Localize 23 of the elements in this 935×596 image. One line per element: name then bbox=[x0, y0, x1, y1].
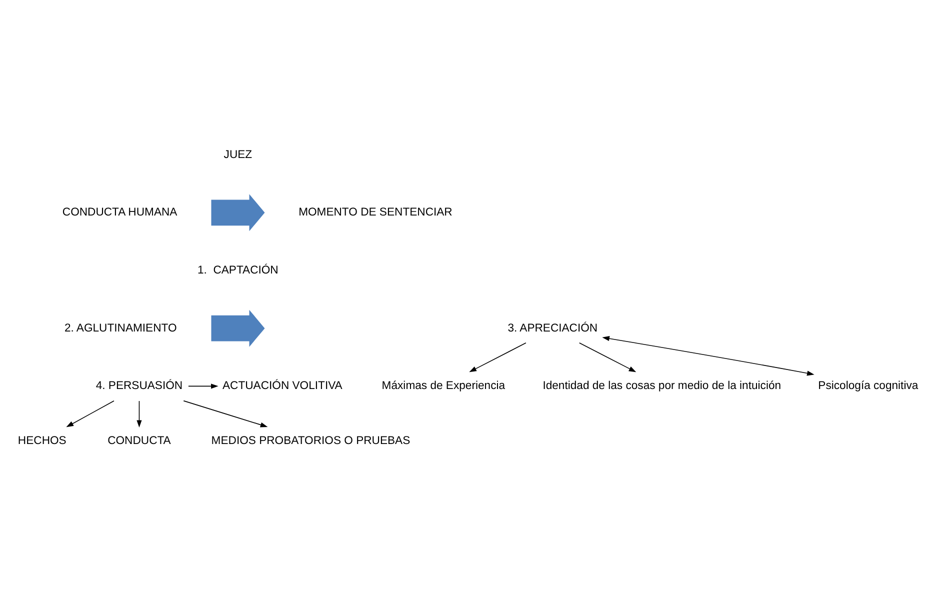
node-text: Psicología cognitiva bbox=[818, 380, 918, 392]
arrow bbox=[136, 400, 142, 428]
node-text: MOMENTO DE SENTENCIAR bbox=[298, 206, 452, 219]
node-text: JUEZ bbox=[224, 148, 252, 161]
node-text: 1. CAPTACIÓN bbox=[197, 264, 278, 276]
node-text: MEDIOS PROBATORIOS O PRUEBAS bbox=[211, 435, 410, 448]
arrow bbox=[602, 336, 814, 376]
node-arrow bbox=[211, 194, 265, 232]
arrow bbox=[183, 400, 268, 428]
arrow bbox=[469, 342, 526, 372]
node-text: 3. APRECIACIÓN bbox=[508, 322, 598, 334]
node-text: CONDUCTA bbox=[108, 435, 171, 448]
node-text: CONDUCTA HUMANA bbox=[62, 206, 178, 219]
node-text: HECHOS bbox=[18, 435, 66, 448]
node-text: 2. AGLUTINAMIENTO bbox=[64, 322, 177, 334]
arrow bbox=[578, 342, 636, 372]
arrow bbox=[66, 400, 114, 428]
node-arrow bbox=[211, 310, 265, 347]
node-text: Identidad de las cosas por medio de la intuición bbox=[542, 380, 782, 392]
node-text: Máximas de Experiencia bbox=[382, 380, 506, 392]
arrow bbox=[188, 384, 218, 389]
node-text: 4. PERSUASIÓN bbox=[96, 380, 183, 392]
node-text: ACTUACIÓN VOLITIVA bbox=[222, 380, 342, 392]
